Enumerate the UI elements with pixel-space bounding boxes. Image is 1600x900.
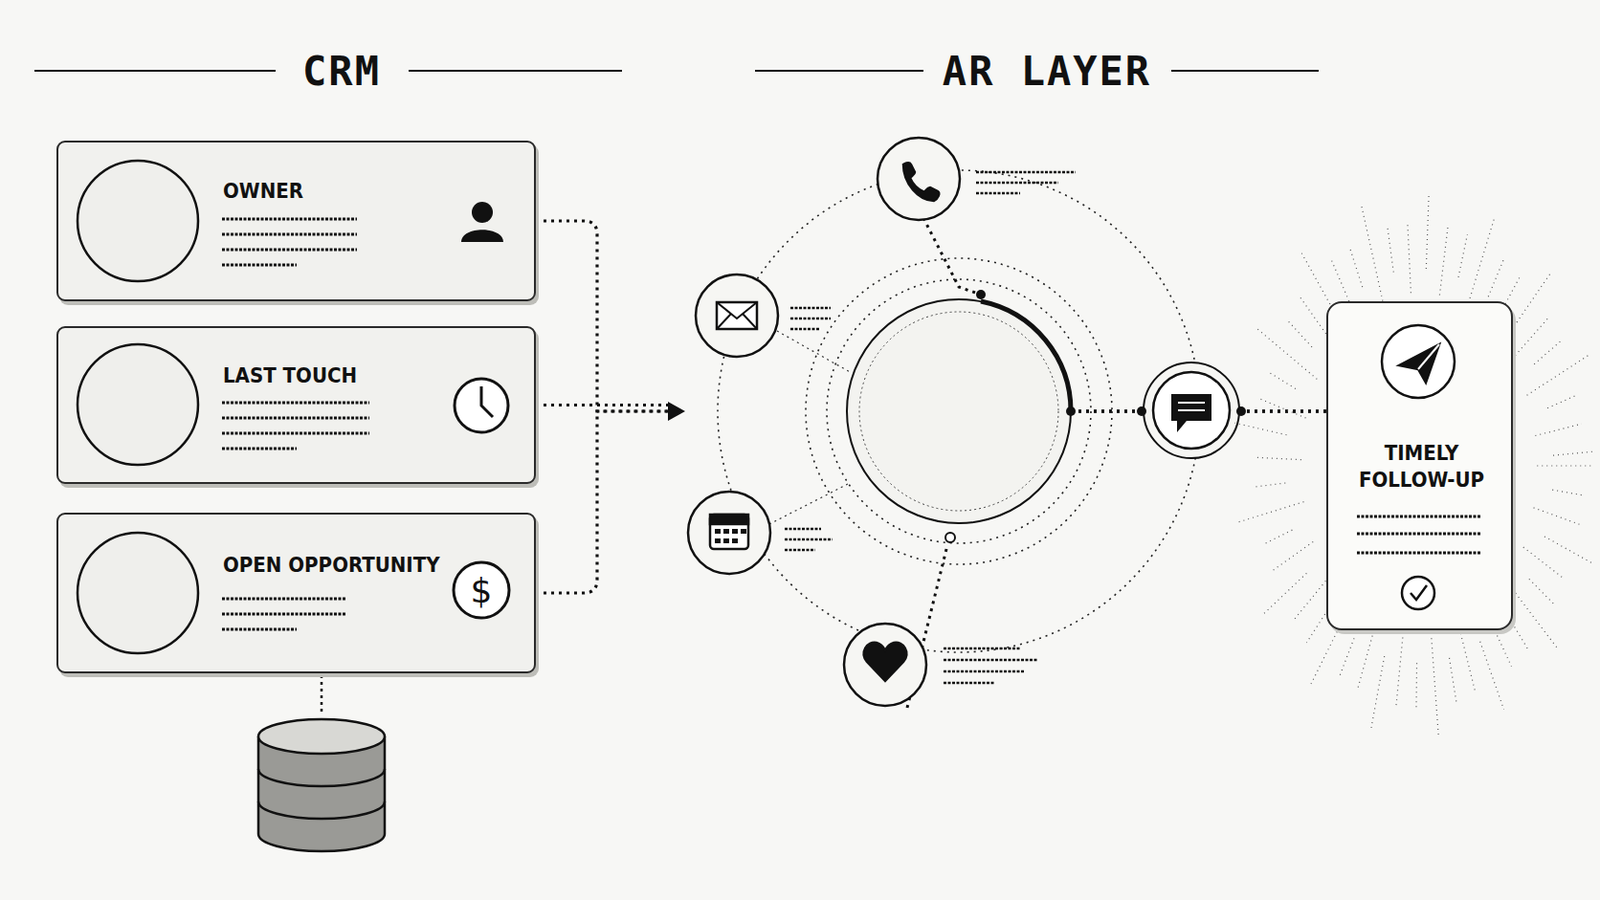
- section-heading: AR LAYER: [936, 47, 1157, 95]
- field-label: OPEN OPPORTUNITY: [222, 553, 441, 578]
- crm-field-box: OWNER: [56, 140, 536, 302]
- orbit-rings: [717, 170, 1200, 653]
- channel-icons: [688, 137, 960, 707]
- crm-field-box: LAST TOUCH: [56, 326, 536, 485]
- glow-rays: [1234, 192, 1595, 738]
- arrow-head: [667, 401, 686, 422]
- field-label: TIMELY FOLLOW-UP: [1337, 440, 1506, 494]
- field-label: OWNER: [222, 178, 304, 203]
- crm-field-box: OPEN OPPORTUNITY: [56, 512, 536, 674]
- chat-icon: [1066, 362, 1246, 459]
- field-label: LAST TOUCH: [222, 363, 357, 388]
- database-symbol: [258, 675, 385, 852]
- text-placeholder-bars: [784, 172, 1076, 684]
- follow-up-card: TIMELY FOLLOW-UP: [1326, 301, 1513, 631]
- hub-portrait: [846, 289, 1071, 543]
- section-heading: CRM: [296, 47, 387, 95]
